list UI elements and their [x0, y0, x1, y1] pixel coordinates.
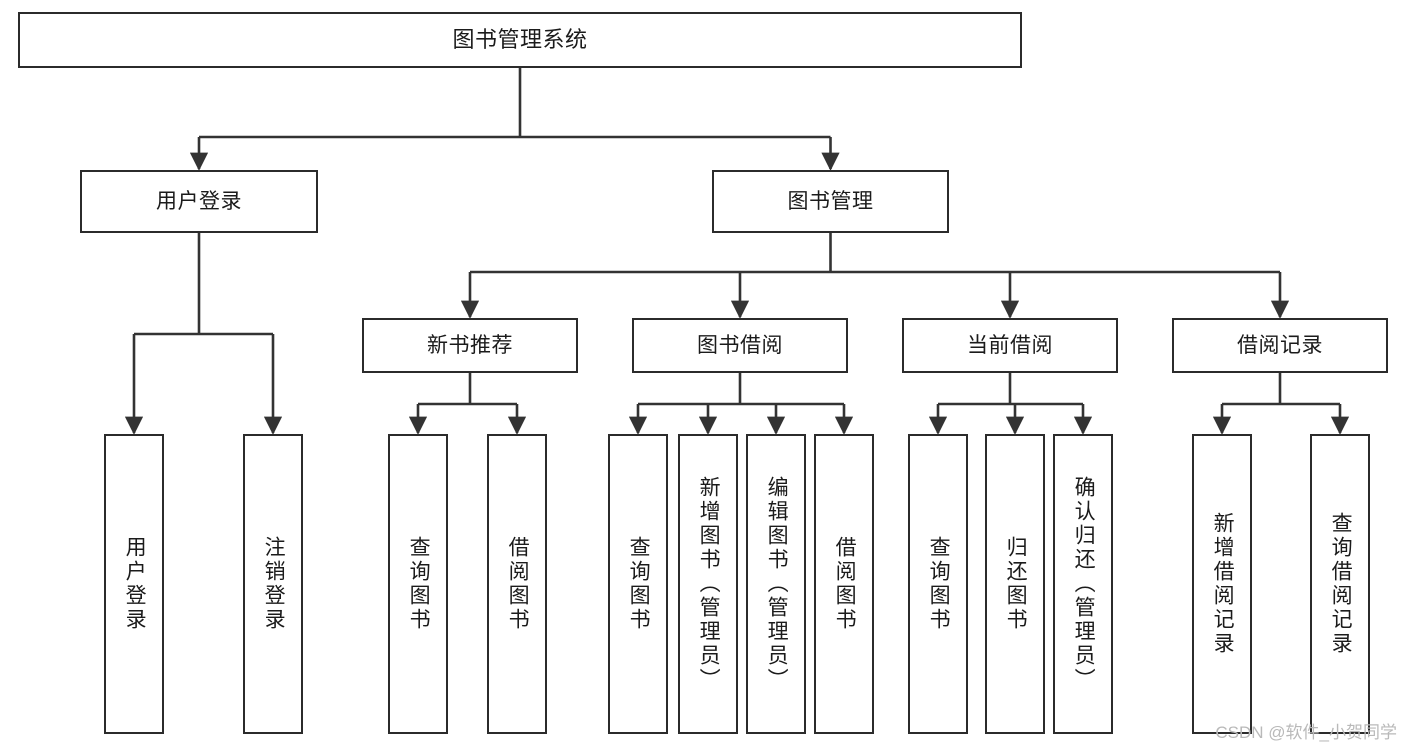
- node-label: 用户登录: [156, 189, 242, 213]
- node-leaf-borrow-book-1[interactable]: 借阅图书: [487, 434, 547, 734]
- node-label: 用户登录: [123, 536, 147, 632]
- node-leaf-user-login[interactable]: 用户登录: [104, 434, 164, 734]
- node-label: 借阅记录: [1237, 333, 1323, 357]
- node-label: 借阅图书: [506, 536, 530, 632]
- node-label: 查询图书: [927, 536, 951, 632]
- node-label: 当前借阅: [967, 333, 1053, 357]
- node-label: 图书管理: [787, 189, 874, 213]
- node-leaf-query-book-2[interactable]: 查询图书: [608, 434, 668, 734]
- node-label: 查询图书: [627, 536, 651, 632]
- node-current-borrow[interactable]: 当前借阅: [902, 318, 1118, 373]
- node-label: 确认归还（管理员）: [1072, 476, 1096, 692]
- node-label: 借阅图书: [833, 536, 857, 632]
- node-label: 查询图书: [407, 536, 431, 632]
- node-label: 新书推荐: [427, 333, 513, 357]
- node-leaf-borrow-book-2[interactable]: 借阅图书: [814, 434, 874, 734]
- node-book-borrow[interactable]: 图书借阅: [632, 318, 848, 373]
- node-leaf-return-book[interactable]: 归还图书: [985, 434, 1045, 734]
- node-label: 归还图书: [1004, 536, 1028, 632]
- node-user-login[interactable]: 用户登录: [80, 170, 318, 233]
- node-label: 新增借阅记录: [1211, 512, 1235, 656]
- node-borrow-record[interactable]: 借阅记录: [1172, 318, 1388, 373]
- node-label: 编辑图书（管理员）: [765, 476, 789, 692]
- node-leaf-add-record[interactable]: 新增借阅记录: [1192, 434, 1252, 734]
- node-label: 查询借阅记录: [1329, 512, 1353, 656]
- node-leaf-query-book-1[interactable]: 查询图书: [388, 434, 448, 734]
- node-leaf-add-book[interactable]: 新增图书（管理员）: [678, 434, 738, 734]
- node-label: 图书借阅: [697, 333, 783, 357]
- node-label: 图书管理系统: [452, 26, 588, 52]
- node-leaf-query-book-3[interactable]: 查询图书: [908, 434, 968, 734]
- node-leaf-query-record[interactable]: 查询借阅记录: [1310, 434, 1370, 734]
- node-label: 新增图书（管理员）: [697, 476, 721, 692]
- node-label: 注销登录: [262, 536, 286, 632]
- node-new-book-recommend[interactable]: 新书推荐: [362, 318, 578, 373]
- node-root[interactable]: 图书管理系统: [18, 12, 1022, 68]
- watermark-label: CSDN @软件_小贺同学: [1215, 723, 1397, 742]
- node-leaf-confirm-return[interactable]: 确认归还（管理员）: [1053, 434, 1113, 734]
- node-leaf-logout[interactable]: 注销登录: [243, 434, 303, 734]
- node-book-manage[interactable]: 图书管理: [712, 170, 949, 233]
- node-leaf-edit-book[interactable]: 编辑图书（管理员）: [746, 434, 806, 734]
